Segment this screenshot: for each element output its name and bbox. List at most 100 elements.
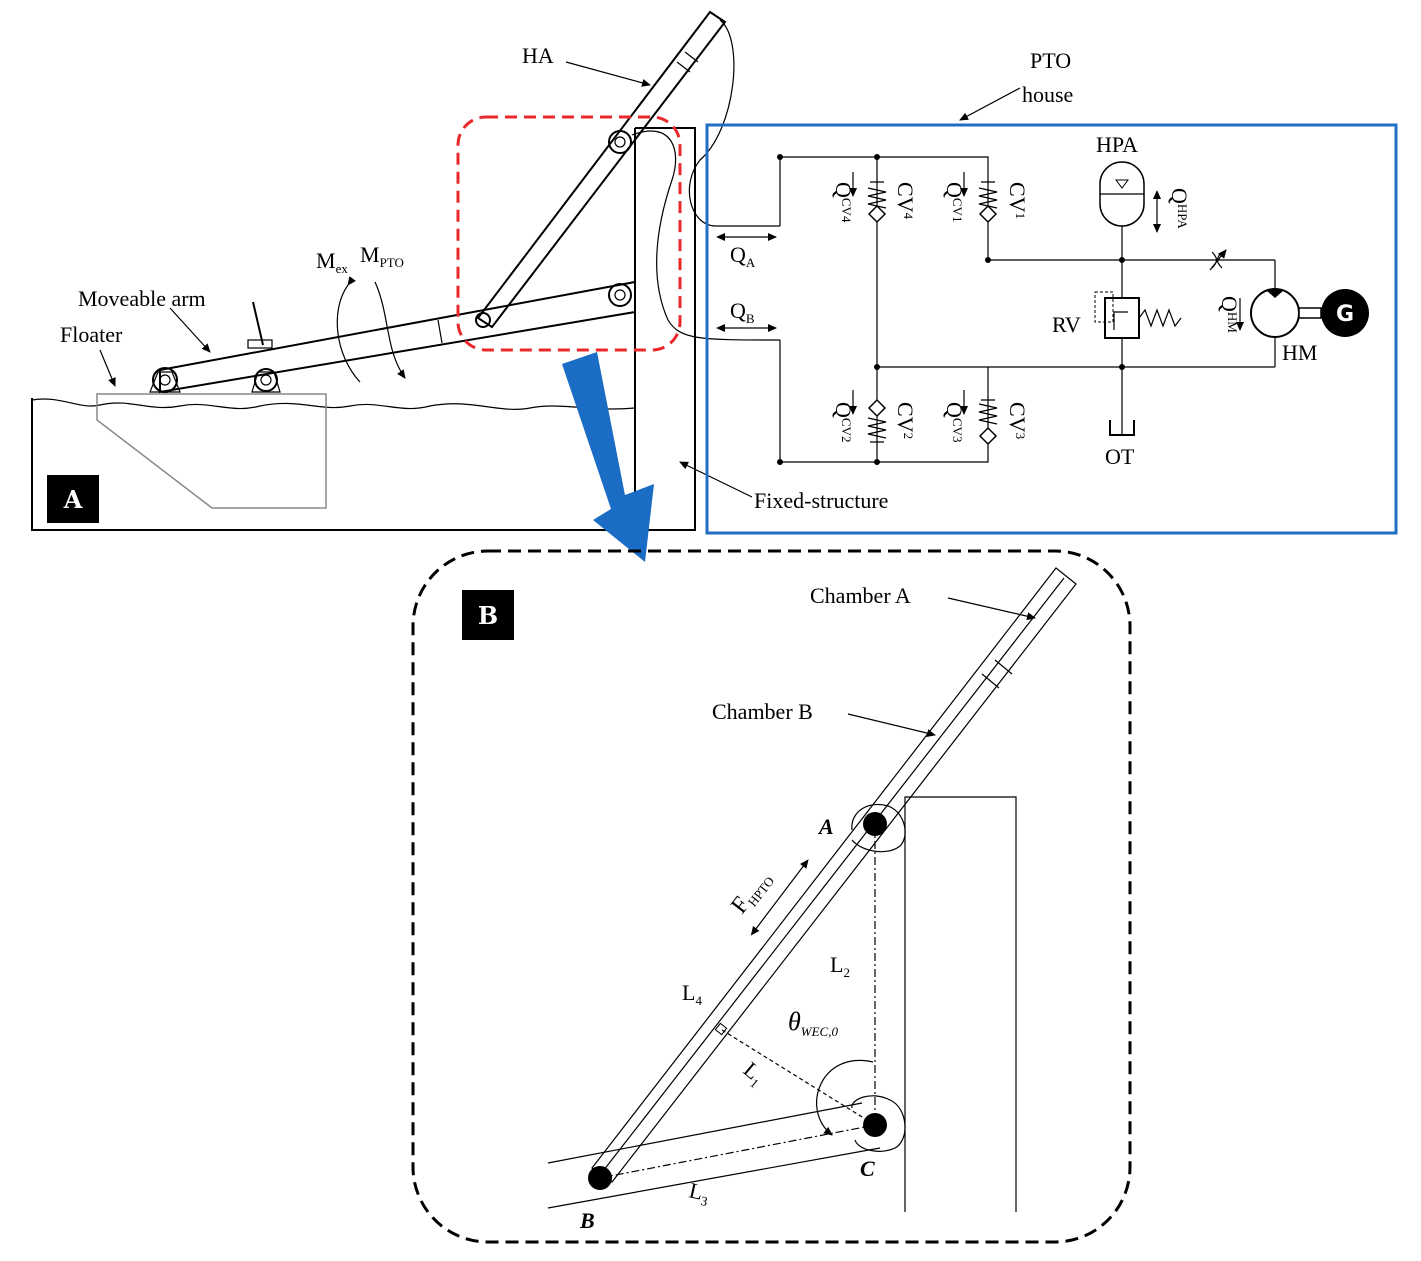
label-point-c: C <box>860 1156 875 1181</box>
fixed-structure-pointer <box>679 461 753 498</box>
arm-pivot-base <box>149 371 181 393</box>
m-pto-arrow <box>374 281 406 379</box>
label-cv2: CV2 <box>893 402 918 439</box>
fixed-structure-b <box>904 796 1017 1212</box>
label-chamber-a: Chamber A <box>810 583 911 608</box>
label-fixed-structure: Fixed-structure <box>754 488 888 513</box>
label-q-cv2: QCV2 <box>831 402 856 442</box>
label-l3: L3 <box>686 1177 711 1209</box>
hose-a <box>688 19 780 227</box>
junction <box>777 459 783 465</box>
label-f-hpto: FHPTO <box>726 866 777 920</box>
arm-mast-base <box>247 339 273 349</box>
moveable-arm-pointer <box>169 307 211 353</box>
ha-piston-mark <box>684 51 699 63</box>
relief-valve <box>1104 297 1140 339</box>
ha-pointer <box>565 61 651 87</box>
ha-top-pivot-inner <box>614 136 626 148</box>
cylinder-axis <box>599 577 1065 1176</box>
actuator-a-housing <box>851 803 906 853</box>
ha-top-pivot <box>608 130 632 154</box>
label-qa: QA <box>730 242 756 270</box>
l3-line <box>599 1124 876 1179</box>
arm-pivot-inner <box>159 374 171 386</box>
badge-b <box>462 590 514 640</box>
label-g: G <box>1336 302 1354 327</box>
label-q-hpa: QHPA <box>1167 188 1192 229</box>
generator <box>1321 289 1369 337</box>
arm-mast <box>252 301 264 346</box>
junction <box>1119 364 1125 370</box>
m-ex-arrow <box>336 276 361 383</box>
label-cv4: CV4 <box>893 182 918 220</box>
junction <box>777 154 783 160</box>
rv-spring <box>1138 308 1182 328</box>
label-l1: L1 <box>737 1057 770 1091</box>
right-angle-mark <box>714 1022 728 1036</box>
junction <box>985 257 991 263</box>
label-point-a: A <box>817 814 834 839</box>
label-cv3: CV3 <box>1005 402 1030 439</box>
arm-joint-mark <box>437 319 443 344</box>
hm-shaft <box>1298 307 1322 319</box>
ha-piston-mark-2 <box>676 61 691 73</box>
panel-b-frame <box>411 549 1132 1244</box>
label-m-ex: Mex <box>316 248 348 276</box>
label-theta: θWEC,0 <box>788 1007 838 1039</box>
junction <box>874 364 880 370</box>
badge-a-text: A <box>63 485 83 514</box>
f-hpto-arrow <box>750 859 809 936</box>
pto-house-pointer <box>959 87 1021 121</box>
label-floater: Floater <box>60 322 123 347</box>
pto-house-box <box>705 123 1398 535</box>
label-pto-house-2: house <box>1022 82 1073 107</box>
pto-house: QA QB <box>705 123 1398 535</box>
label-q-cv3: QCV3 <box>942 402 967 442</box>
arm-pivot-c <box>608 283 632 307</box>
label-chamber-b: Chamber B <box>712 699 813 724</box>
joint-a <box>863 812 887 836</box>
label-moveable-arm: Moveable arm <box>78 286 206 311</box>
label-ha: HA <box>522 43 554 68</box>
actuator-cylinder <box>591 567 1077 1183</box>
chamber-b-pointer <box>847 713 936 738</box>
ha-bottom-pivot <box>475 312 491 328</box>
label-hpa: HPA <box>1096 132 1138 157</box>
junction <box>874 154 880 160</box>
arm-pivot-c-inner <box>614 289 626 301</box>
floater-pointer <box>99 349 116 387</box>
oil-tank <box>1109 420 1135 436</box>
piston-mark-2 <box>981 673 1000 689</box>
check-valve-cv2 <box>867 398 887 443</box>
zoom-arrow <box>562 352 654 562</box>
water-surface <box>31 398 636 410</box>
l1-line <box>721 1029 876 1126</box>
hm-triangle <box>1266 290 1284 298</box>
badge-b-text: B <box>478 601 498 630</box>
hpa-triangle <box>1115 179 1129 189</box>
moveable-arm <box>159 280 636 394</box>
label-pto-house-1: PTO <box>1030 48 1071 73</box>
label-cv1: CV1 <box>1005 182 1030 219</box>
arm-upper-edge <box>547 1102 863 1164</box>
piston-mark-1 <box>994 659 1013 675</box>
hydraulic-actuator <box>476 10 727 329</box>
rv-symbol <box>1113 311 1128 330</box>
check-valve-cv4 <box>867 181 887 224</box>
arm-c-housing <box>851 1095 906 1152</box>
arm-pivot-middle-inner <box>260 374 272 386</box>
arm-pivot-middle-base <box>251 371 281 393</box>
arm-lower-edge <box>547 1147 881 1209</box>
joint-c <box>863 1113 887 1137</box>
check-valve-cv1 <box>978 181 998 224</box>
label-ot: OT <box>1105 444 1135 469</box>
label-q-hm: QHM <box>1217 296 1242 333</box>
label-q-cv4: QCV4 <box>831 182 856 223</box>
rv-pilot <box>1094 291 1114 323</box>
wire-bottom <box>779 340 989 463</box>
label-l2: L2 <box>830 952 850 980</box>
check-valve-cv3 <box>978 399 998 446</box>
junction <box>1119 257 1125 263</box>
label-l4: L4 <box>682 980 702 1008</box>
label-hm: HM <box>1282 340 1317 365</box>
